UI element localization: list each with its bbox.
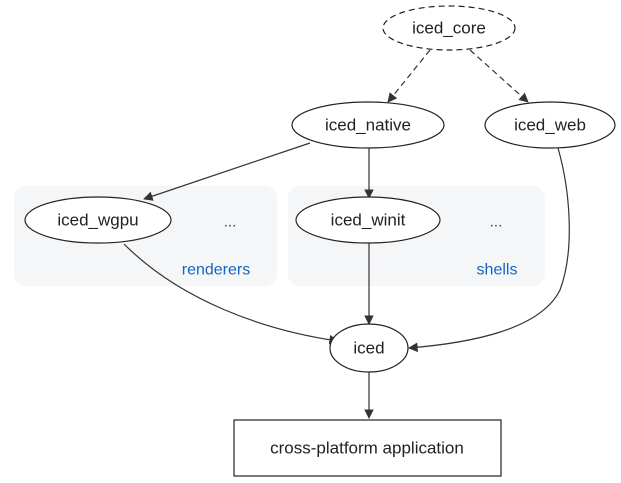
- renderers-cluster-label: renderers: [182, 262, 250, 279]
- iced-web-label: iced_web: [514, 116, 586, 135]
- iced-wgpu-shape: [24, 196, 172, 244]
- shells-more-label: ...: [490, 214, 503, 231]
- iced-core-label: iced_core: [412, 19, 486, 38]
- iced-core-shape: [382, 5, 516, 51]
- shells-cluster-label: shells: [477, 262, 518, 279]
- iced-label: iced: [353, 339, 384, 358]
- iced-native-shape: [291, 101, 445, 149]
- edge-core-to-native: [387, 49, 431, 103]
- cross-platform-application-shape: [233, 419, 502, 477]
- node-iced[interactable]: iced: [329, 323, 409, 373]
- node-iced-web[interactable]: iced_web: [484, 101, 616, 149]
- iced-winit-label: iced_winit: [331, 211, 406, 230]
- node-iced-winit[interactable]: iced_winit: [295, 196, 441, 244]
- iced-web-shape: [484, 101, 616, 149]
- renderers-more-label: ...: [224, 214, 237, 231]
- iced-shape: [329, 323, 409, 373]
- iced-wgpu-label: iced_wgpu: [57, 211, 138, 230]
- cross-platform-application-label: cross-platform application: [270, 439, 464, 458]
- node-iced-wgpu[interactable]: iced_wgpu: [24, 196, 172, 244]
- edge-core-to-web: [469, 49, 529, 103]
- node-iced-core[interactable]: iced_core: [382, 5, 516, 51]
- node-iced-native[interactable]: iced_native: [291, 101, 445, 149]
- iced-native-label: iced_native: [325, 116, 411, 135]
- node-cross-platform-application[interactable]: cross-platform application: [233, 419, 502, 477]
- iced-winit-shape: [295, 196, 441, 244]
- edge-wgpu-to-iced: [123, 243, 339, 345]
- edge-web-to-iced: [408, 147, 570, 353]
- edge-native-to-wgpu: [143, 142, 311, 201]
